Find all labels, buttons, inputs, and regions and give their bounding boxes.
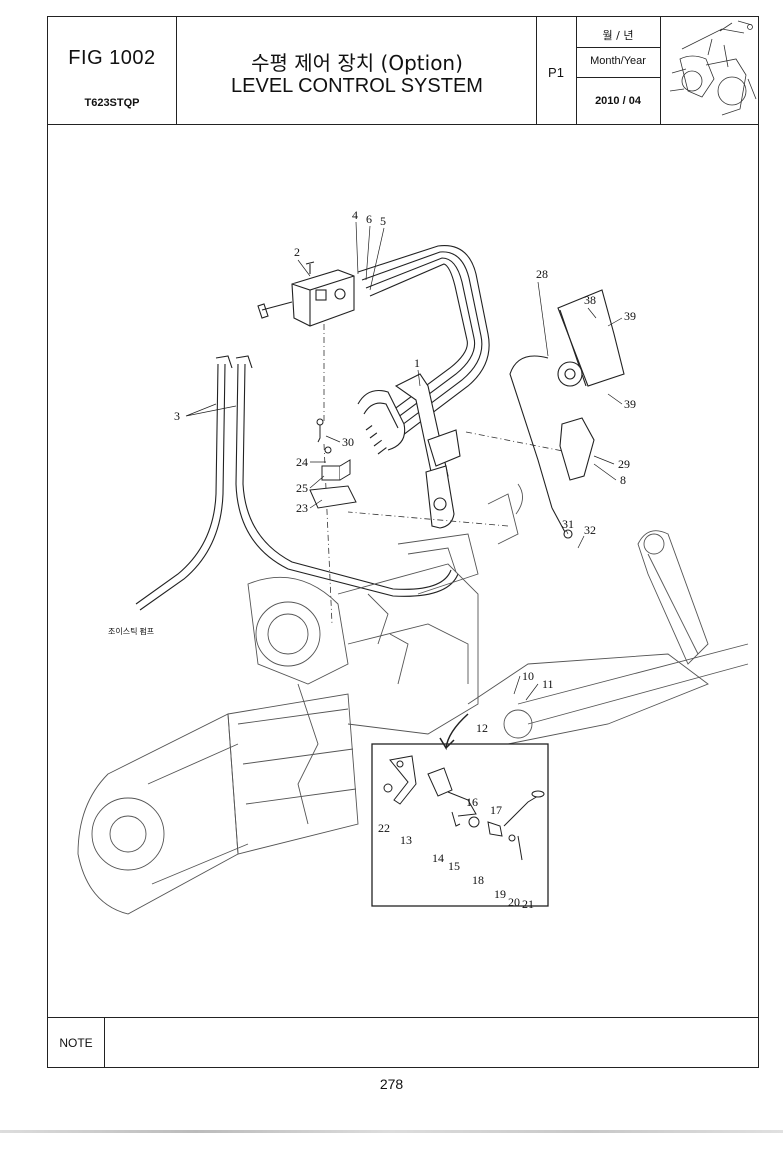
callout-labels: 1 2 3 4 5 6 8 10 11 12 13 14 16 15 17 18… [108, 208, 636, 911]
callout-32: 32 [584, 523, 596, 537]
callout-18: 18 [472, 873, 484, 887]
hoses-3 [135, 355, 459, 611]
revision-date: 2010 / 04 [595, 95, 641, 107]
control-valve [257, 261, 355, 327]
callout-1: 1 [414, 356, 420, 370]
page-number: 278 [379, 1076, 404, 1092]
callout-10: 10 [522, 669, 534, 683]
bracket-parts [309, 418, 357, 509]
callout-4: 4 [352, 208, 358, 222]
scan-edge [0, 1130, 783, 1133]
callout-25: 25 [296, 481, 308, 495]
callout-14: 14 [432, 851, 444, 865]
callout-31: 31 [562, 517, 574, 531]
hose-bundle [357, 245, 490, 455]
tractor-transmission [77, 483, 749, 915]
center-lines [323, 324, 579, 625]
tractor-thumbnail-icon [669, 20, 757, 116]
callout-13: 13 [400, 833, 412, 847]
callout-21: 21 [522, 897, 534, 911]
callout-38: 38 [584, 293, 596, 307]
cable-lever-assembly [509, 289, 625, 539]
title-korean: 수평 제어 장치 (Option) [251, 51, 463, 75]
exploded-parts-drawing: 1 2 3 4 5 6 8 10 11 12 13 14 16 15 17 18… [77, 208, 749, 915]
callout-3: 3 [174, 409, 180, 423]
page-code: P1 [548, 65, 564, 80]
callout-28: 28 [536, 267, 548, 281]
inset-parts [383, 755, 545, 861]
callout-20: 20 [508, 895, 520, 909]
title-english: LEVEL CONTROL SYSTEM [231, 75, 483, 97]
callout-39a: 39 [624, 309, 636, 323]
callout-24: 24 [296, 455, 308, 469]
month-year-label: Month/Year [590, 55, 646, 67]
callout-29: 29 [618, 457, 630, 471]
note-row: NOTE [48, 1017, 758, 1068]
note-label: NOTE [48, 1018, 105, 1068]
detail-arrow [439, 713, 469, 751]
callout-23: 23 [296, 501, 308, 515]
callout-19: 19 [494, 887, 506, 901]
callout-39b: 39 [624, 397, 636, 411]
title-block: FIG 1002 T623STQP 수평 제어 장치 (Option) LEVE… [48, 17, 758, 125]
callout-2: 2 [294, 245, 300, 259]
lift-cylinder [357, 373, 461, 529]
leader-lines [185, 221, 623, 701]
callout-12: 12 [476, 721, 488, 735]
callout-17: 17 [490, 803, 502, 817]
parts-sheet: FIG 1002 T623STQP 수평 제어 장치 (Option) LEVE… [47, 16, 759, 1068]
model-code: T623STQP [84, 97, 140, 109]
callout-15: 15 [448, 859, 460, 873]
callout-5: 5 [380, 214, 386, 228]
hose-label: 조이스틱 펌프 [108, 626, 154, 636]
callout-16: 16 [466, 795, 478, 809]
callout-6: 6 [366, 212, 372, 226]
callout-11: 11 [542, 677, 554, 691]
callout-30: 30 [342, 435, 354, 449]
figure-number: FIG 1002 [68, 47, 156, 69]
month-year-korean: 월 / 년 [602, 29, 634, 42]
callout-22: 22 [378, 821, 390, 835]
callout-8: 8 [620, 473, 626, 487]
